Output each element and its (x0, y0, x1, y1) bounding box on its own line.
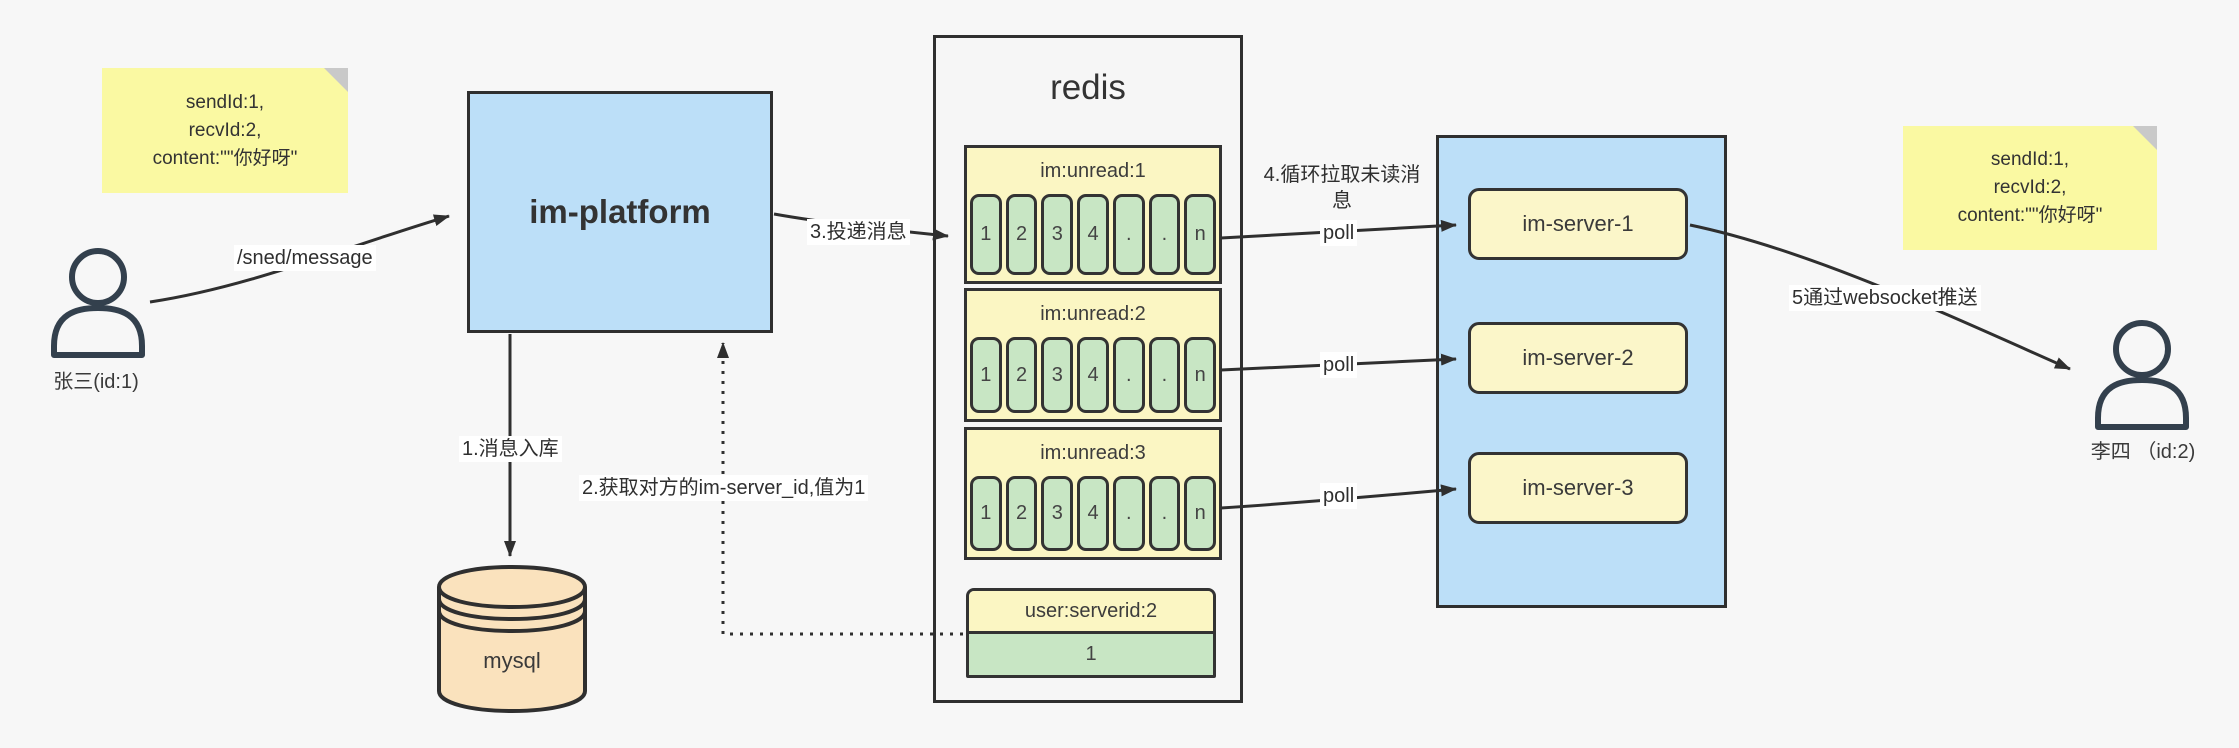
mysql-label: mysql (483, 648, 541, 673)
queue-cell: . (1112, 476, 1145, 551)
queue-im-unread-3: im:unread:3 1 2 3 4 . . n (964, 427, 1222, 560)
im-platform-box: im-platform (467, 91, 773, 333)
redis-container: redis im:unread:1 1 2 3 4 . . n im:unrea… (933, 35, 1243, 703)
note-line: content:""你好呀" (1957, 205, 2103, 226)
kv-key: user:serverid:2 (969, 591, 1213, 634)
edge-label-send-path: /sned/message (234, 245, 376, 271)
edge-label-step2: 2.获取对方的im-server_id,值为1 (579, 475, 869, 501)
queue-cell: 2 (1005, 194, 1038, 275)
edge-label-poll-1: poll (1320, 220, 1358, 246)
edge-label-step5: 5通过websocket推送 (1789, 285, 1981, 311)
note-fold-icon (324, 68, 348, 92)
queue-cell: n (1184, 476, 1217, 551)
im-platform-label: im-platform (529, 193, 711, 230)
im-server-1-box: im-server-1 (1468, 188, 1688, 260)
note-line: sendId:1, (185, 91, 265, 113)
queue-cell: n (1184, 194, 1217, 275)
queue-cell: 2 (1005, 337, 1038, 413)
queue-cell: 4 (1077, 337, 1109, 413)
im-server-3-label: im-server-3 (1522, 475, 1634, 500)
queue-name: im:unread:3 (1040, 441, 1146, 464)
note-line: recvId:2, (188, 119, 262, 141)
queue-cells: 1 2 3 4 . . n (967, 476, 1219, 557)
sticky-note-right: sendId:1, recvId:2, content:""你好呀" (1903, 126, 2157, 250)
queue-cell: . (1148, 337, 1181, 413)
redis-title: redis (1050, 68, 1126, 107)
queue-cell: 2 (1005, 476, 1038, 551)
im-server-3-box: im-server-3 (1468, 452, 1688, 524)
queue-cell: . (1112, 194, 1145, 275)
actor-sender-label: 张三(id:1) (53, 371, 139, 393)
im-server-2-box: im-server-2 (1468, 322, 1688, 394)
note-line: recvId:2, (1993, 177, 2067, 198)
queue-im-unread-2: im:unread:2 1 2 3 4 . . n (964, 288, 1222, 422)
queue-cell: 3 (1041, 194, 1074, 275)
person-icon (2095, 320, 2189, 430)
queue-name: im:unread:2 (1040, 302, 1146, 325)
edge-label-step1: 1.消息入库 (459, 436, 562, 462)
mysql-database (435, 563, 589, 715)
queue-cell: . (1148, 476, 1181, 551)
edge-label-poll-3: poll (1320, 483, 1358, 509)
queue-im-unread-1: im:unread:1 1 2 3 4 . . n (964, 145, 1222, 284)
user-serverid-block: user:serverid:2 1 (966, 588, 1216, 678)
actor-sender (46, 248, 150, 360)
queue-cells: 1 2 3 4 . . n (967, 337, 1219, 419)
queue-cell: 1 (970, 337, 1002, 413)
kv-value: 1 (969, 634, 1213, 675)
queue-cell: 4 (1077, 194, 1109, 275)
queue-cell: 1 (970, 194, 1002, 275)
queue-cell: 3 (1041, 337, 1074, 413)
sticky-note-left: sendId:1, recvId:2, content:""你好呀" (102, 68, 348, 193)
edge-label-step3: 3.投递消息 (807, 219, 910, 245)
queue-cell: 1 (970, 476, 1002, 551)
actor-receiver (2090, 320, 2194, 432)
queue-cells: 1 2 3 4 . . n (967, 194, 1219, 281)
note-line: sendId:1, (1990, 149, 2070, 170)
queue-cell: . (1148, 194, 1181, 275)
im-server-1-label: im-server-1 (1522, 211, 1634, 236)
note-fold-icon (2133, 126, 2157, 150)
person-icon (51, 248, 145, 358)
im-server-2-label: im-server-2 (1522, 345, 1634, 370)
edge-label-step4: 4.循环拉取未读消息 (1263, 164, 1421, 212)
queue-cell: . (1112, 337, 1145, 413)
queue-cell: 4 (1077, 476, 1109, 551)
queue-cell: n (1184, 337, 1217, 413)
edge-label-poll-2: poll (1320, 352, 1358, 378)
note-line: content:""你好呀" (152, 147, 298, 169)
queue-name: im:unread:1 (1040, 159, 1146, 182)
database-cylinder-icon (437, 564, 587, 714)
queue-cell: 3 (1041, 476, 1074, 551)
actor-receiver-label: 李四 （id:2) (2090, 441, 2196, 463)
